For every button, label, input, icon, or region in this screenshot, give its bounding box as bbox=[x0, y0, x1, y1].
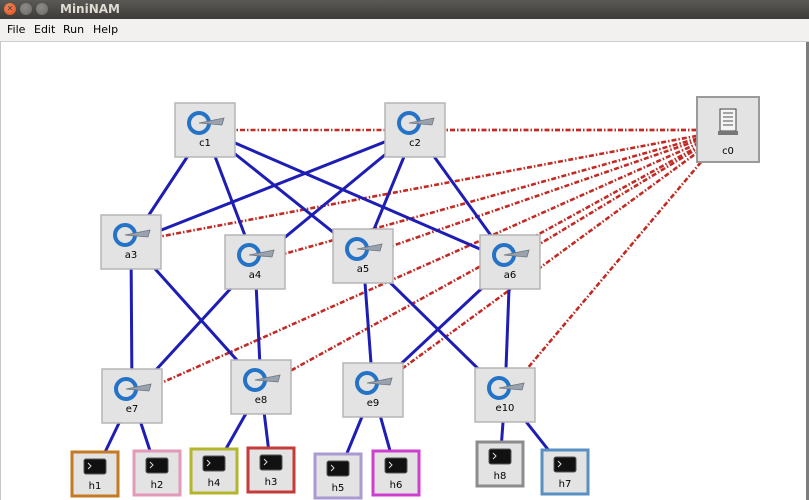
switch-icon bbox=[114, 377, 152, 401]
switch-icon bbox=[345, 237, 383, 261]
title-bar: ✕ MiniNAM bbox=[0, 0, 809, 19]
controller-label: c0 bbox=[722, 146, 734, 157]
topology-graph[interactable]: c0 c1 c2 a3 a4 a5 a6 e7 e8 e9 e10 h1 h2 h4 h3 h5 h6 h8 h7 bbox=[1, 42, 809, 500]
switch-icon bbox=[243, 368, 281, 392]
switch-label: a4 bbox=[249, 270, 262, 281]
switch-a6[interactable]: a6 bbox=[479, 234, 541, 290]
switch-icon bbox=[187, 111, 225, 135]
minimize-icon[interactable] bbox=[20, 3, 32, 15]
switch-e10[interactable]: e10 bbox=[474, 367, 536, 423]
host-label: h5 bbox=[332, 483, 345, 494]
switch-a5[interactable]: a5 bbox=[332, 228, 394, 284]
terminal-icon bbox=[384, 457, 408, 474]
switch-label: e8 bbox=[255, 395, 268, 406]
terminal-icon bbox=[145, 457, 169, 474]
switch-a4[interactable]: a4 bbox=[224, 234, 286, 290]
switch-icon bbox=[487, 376, 525, 400]
switch-icon bbox=[237, 243, 275, 267]
switch-label: a6 bbox=[504, 270, 517, 281]
host-label: h7 bbox=[559, 479, 572, 490]
host-h7[interactable]: h7 bbox=[540, 448, 590, 496]
terminal-icon bbox=[553, 456, 577, 473]
host-label: h4 bbox=[208, 478, 221, 489]
switch-e8[interactable]: e8 bbox=[230, 359, 292, 415]
host-label: h6 bbox=[390, 480, 403, 491]
control-link-c0-a6 bbox=[509, 128, 729, 264]
host-h8[interactable]: h8 bbox=[475, 440, 525, 488]
host-h2[interactable]: h2 bbox=[132, 449, 182, 497]
window-title: MiniNAM bbox=[60, 2, 120, 16]
switch-icon bbox=[492, 243, 530, 267]
host-label: h1 bbox=[89, 481, 102, 492]
host-label: h8 bbox=[494, 471, 507, 482]
menu-help[interactable]: Help bbox=[93, 23, 119, 36]
switch-label: a3 bbox=[125, 250, 138, 261]
host-h4[interactable]: h4 bbox=[189, 447, 239, 495]
switch-icon bbox=[355, 371, 393, 395]
switch-e7[interactable]: e7 bbox=[101, 368, 163, 424]
switch-label: c2 bbox=[409, 138, 421, 149]
data-link-c2-a3 bbox=[130, 128, 416, 244]
host-h3[interactable]: h3 bbox=[246, 446, 296, 494]
switch-c2[interactable]: c2 bbox=[384, 102, 446, 158]
data-link-c1-a6 bbox=[204, 128, 511, 264]
server-icon bbox=[718, 108, 738, 135]
switch-icon bbox=[397, 111, 435, 135]
topology-canvas[interactable]: c0 c1 c2 a3 a4 a5 a6 e7 e8 e9 e10 h1 h2 h4 h3 h5 h6 h8 h7 bbox=[0, 42, 809, 500]
terminal-icon bbox=[259, 454, 283, 471]
terminal-icon bbox=[326, 460, 350, 477]
control-link-c0-e9 bbox=[372, 128, 729, 392]
terminal-icon bbox=[488, 448, 512, 465]
switch-e9[interactable]: e9 bbox=[342, 362, 404, 418]
control-link-c0-a3 bbox=[130, 128, 729, 244]
close-icon[interactable]: ✕ bbox=[4, 3, 16, 15]
maximize-icon[interactable] bbox=[36, 3, 48, 15]
host-h1[interactable]: h1 bbox=[70, 450, 120, 498]
switch-a3[interactable]: a3 bbox=[100, 214, 162, 270]
menu-bar: File Edit Run Help bbox=[0, 19, 809, 42]
scrollbar[interactable] bbox=[806, 42, 809, 500]
switch-label: a5 bbox=[357, 264, 370, 275]
terminal-icon bbox=[202, 455, 226, 472]
host-label: h2 bbox=[151, 480, 164, 491]
switch-label: e10 bbox=[496, 403, 515, 414]
switch-label: e7 bbox=[126, 404, 139, 415]
control-link-c0-a5 bbox=[362, 128, 729, 258]
menu-edit[interactable]: Edit bbox=[34, 23, 56, 36]
host-h6[interactable]: h6 bbox=[371, 449, 421, 497]
switch-icon bbox=[113, 223, 151, 247]
menu-file[interactable]: File bbox=[7, 23, 26, 36]
host-label: h3 bbox=[265, 477, 278, 488]
control-link-c0-a4 bbox=[254, 128, 729, 264]
host-h5[interactable]: h5 bbox=[313, 452, 363, 500]
switch-c1[interactable]: c1 bbox=[174, 102, 236, 158]
controller-c0[interactable]: c0 bbox=[696, 96, 760, 163]
switch-label: c1 bbox=[199, 138, 211, 149]
switch-label: e9 bbox=[367, 398, 380, 409]
menu-run[interactable]: Run bbox=[63, 23, 85, 36]
terminal-icon bbox=[83, 458, 107, 475]
